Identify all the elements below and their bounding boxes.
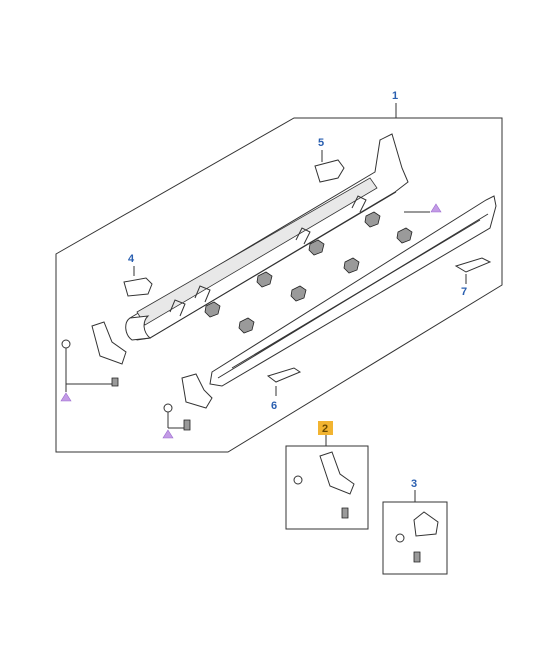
part-6-clip <box>266 367 302 383</box>
callout-2-label: 2 <box>322 423 328 435</box>
callout-4-label: 4 <box>128 253 135 265</box>
callout-2-badge <box>318 421 333 435</box>
kit-3-box <box>382 501 448 575</box>
mud-flap-bracket-center <box>163 373 213 431</box>
assembly-1-boundary <box>55 117 503 453</box>
callout-6-label: 6 <box>271 400 277 412</box>
reference-marker-b <box>162 429 174 439</box>
sill-clips-upper <box>204 211 413 334</box>
part-7-clip <box>454 257 492 273</box>
callout-1-label: 1 <box>392 90 398 102</box>
part-5-bracket <box>314 159 345 183</box>
callout-3-label: 3 <box>411 478 417 490</box>
callout-7-label: 7 <box>461 286 467 298</box>
reference-marker-c <box>430 203 442 213</box>
callout-5-label: 5 <box>318 137 324 149</box>
kit-2-parts <box>293 451 355 519</box>
kit-2-box <box>285 445 369 530</box>
reference-marker-a <box>60 392 72 402</box>
mud-flap-bracket-left <box>61 321 127 392</box>
kit-3-parts <box>395 511 439 563</box>
sill-panel-upper <box>125 133 409 341</box>
part-4-bracket <box>123 277 153 297</box>
sill-moulding-lower <box>209 195 497 387</box>
